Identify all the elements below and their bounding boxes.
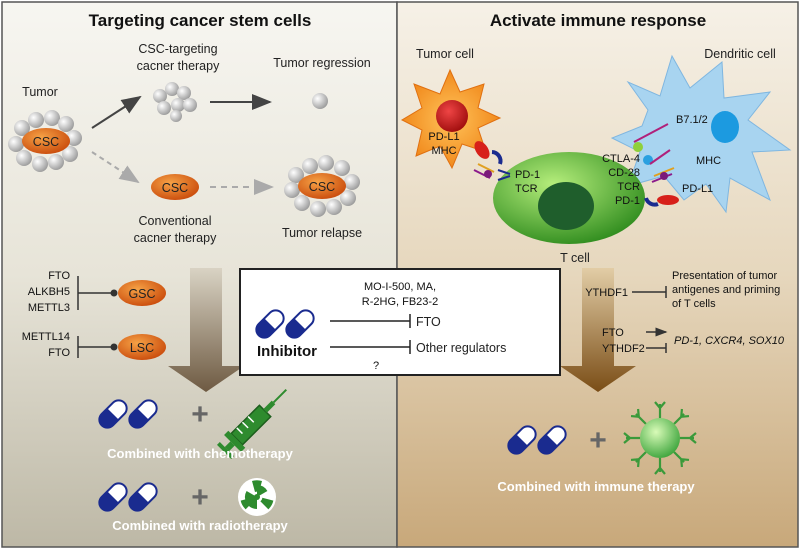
gsc-cell bbox=[118, 280, 166, 306]
ythdf1-label: YTHDF1 bbox=[585, 287, 628, 299]
gsc-label: GSC bbox=[128, 287, 155, 301]
dc-mhc-label: MHC bbox=[696, 155, 721, 167]
tcell-right-marker-4: PD-1 bbox=[615, 195, 640, 207]
dendritic-cell-label: Dendritic cell bbox=[704, 47, 776, 61]
dendritic-cell bbox=[610, 54, 792, 214]
left-receptors bbox=[473, 141, 511, 181]
pill-icon bbox=[98, 399, 158, 429]
tcell-right-marker-2: CD-28 bbox=[608, 167, 640, 179]
lsc-regulator-1: METTL14 bbox=[22, 331, 70, 343]
conventional-csc-cell bbox=[151, 174, 199, 200]
radio-caption: Combined with radiotherapy bbox=[112, 518, 288, 533]
dendritic-nucleus bbox=[711, 111, 739, 143]
ythdf1-effect-line3: of T cells bbox=[672, 298, 716, 310]
t-cell-nucleus bbox=[538, 182, 594, 230]
right-down-arrow bbox=[560, 268, 636, 392]
relapse-label: Tumor relapse bbox=[282, 226, 362, 240]
gsc-dot bbox=[110, 289, 118, 297]
inhibitor-label: Inhibitor bbox=[257, 343, 317, 360]
conventional-csc-label: CSC bbox=[162, 181, 188, 195]
tumor-nucleus bbox=[436, 100, 468, 132]
gsc-regulator-1: FTO bbox=[48, 270, 70, 282]
immune-cell-icon bbox=[623, 401, 697, 475]
lsc-label: LSC bbox=[130, 341, 154, 355]
relapse-cluster bbox=[284, 155, 360, 217]
fto-right-label: FTO bbox=[602, 327, 624, 339]
tumor-marker-2: MHC bbox=[431, 145, 456, 157]
ythdf1-effect-line2: antigenes and priming bbox=[672, 284, 780, 296]
pill-icon bbox=[255, 309, 315, 339]
arrow-to-conventional bbox=[91, 151, 140, 184]
lsc-dot bbox=[110, 343, 118, 351]
small-cluster bbox=[153, 82, 197, 122]
csc-therapy-line2: cacner therapy bbox=[137, 59, 220, 73]
plus-immune: + bbox=[589, 424, 607, 457]
left-panel-title: Targeting cancer stem cells bbox=[89, 11, 312, 30]
plus-radio: + bbox=[191, 481, 209, 514]
lsc-cell bbox=[118, 334, 166, 360]
right-panel-title: Activate immune response bbox=[490, 11, 706, 30]
ythdf2-label: YTHDF2 bbox=[602, 343, 645, 355]
pill-icon bbox=[507, 425, 567, 455]
inhibit-target-fto: FTO bbox=[416, 315, 441, 329]
inhibit-target-other: Other regulators bbox=[416, 341, 506, 355]
unknown-mark: ? bbox=[373, 360, 379, 372]
immune-caption: Combined with immune therapy bbox=[497, 479, 695, 494]
tumor-label: Tumor bbox=[22, 85, 58, 99]
csc-cell bbox=[22, 128, 70, 154]
tumor-marker-1: PD-L1 bbox=[428, 131, 459, 143]
tcell-left-marker-1: PD-1 bbox=[515, 169, 540, 181]
plus-chemo: + bbox=[191, 398, 209, 431]
csc-label: CSC bbox=[33, 135, 59, 149]
lsc-regulator-2: FTO bbox=[48, 347, 70, 359]
relapse-csc-label: CSC bbox=[309, 180, 335, 194]
tcell-right-marker-3: TCR bbox=[617, 181, 640, 193]
compounds-line2: R-2HG, FB23-2 bbox=[362, 296, 438, 308]
tcell-left-marker-2: TCR bbox=[515, 183, 538, 195]
compounds-line1: MO-I-500, MA, bbox=[364, 281, 436, 293]
csc-therapy-line1: CSC-targeting bbox=[138, 42, 217, 56]
gsc-regulator-2: ALKBH5 bbox=[28, 286, 70, 298]
chemo-caption: Combined with chemotherapy bbox=[107, 446, 293, 461]
relapse-csc-cell bbox=[298, 173, 346, 199]
conventional-line2: cacner therapy bbox=[134, 231, 217, 245]
syringe-icon bbox=[216, 389, 287, 460]
tcell-right-marker-1: CTLA-4 bbox=[602, 153, 640, 165]
left-down-arrow bbox=[168, 268, 244, 392]
tumor-cluster bbox=[8, 110, 82, 172]
pill-icon bbox=[98, 482, 158, 512]
dc-pdl1-label: PD-L1 bbox=[682, 183, 713, 195]
genes-label: PD-1, CXCR4, SOX10 bbox=[674, 335, 785, 347]
tumor-cell-label: Tumor cell bbox=[416, 47, 474, 61]
arrow-to-csc-therapy bbox=[91, 95, 142, 129]
dc-b7-label: B7.1/2 bbox=[676, 114, 708, 126]
regression-label: Tumor regression bbox=[273, 56, 371, 70]
conventional-line1: Conventional bbox=[139, 214, 212, 228]
ythdf1-effect-line1: Presentation of tumor bbox=[672, 270, 778, 282]
gsc-regulator-3: METTL3 bbox=[28, 302, 70, 314]
radiation-icon bbox=[238, 478, 276, 516]
right-receptors bbox=[633, 123, 679, 207]
tcell-label: T cell bbox=[560, 251, 590, 265]
regressed-cell bbox=[312, 93, 328, 109]
